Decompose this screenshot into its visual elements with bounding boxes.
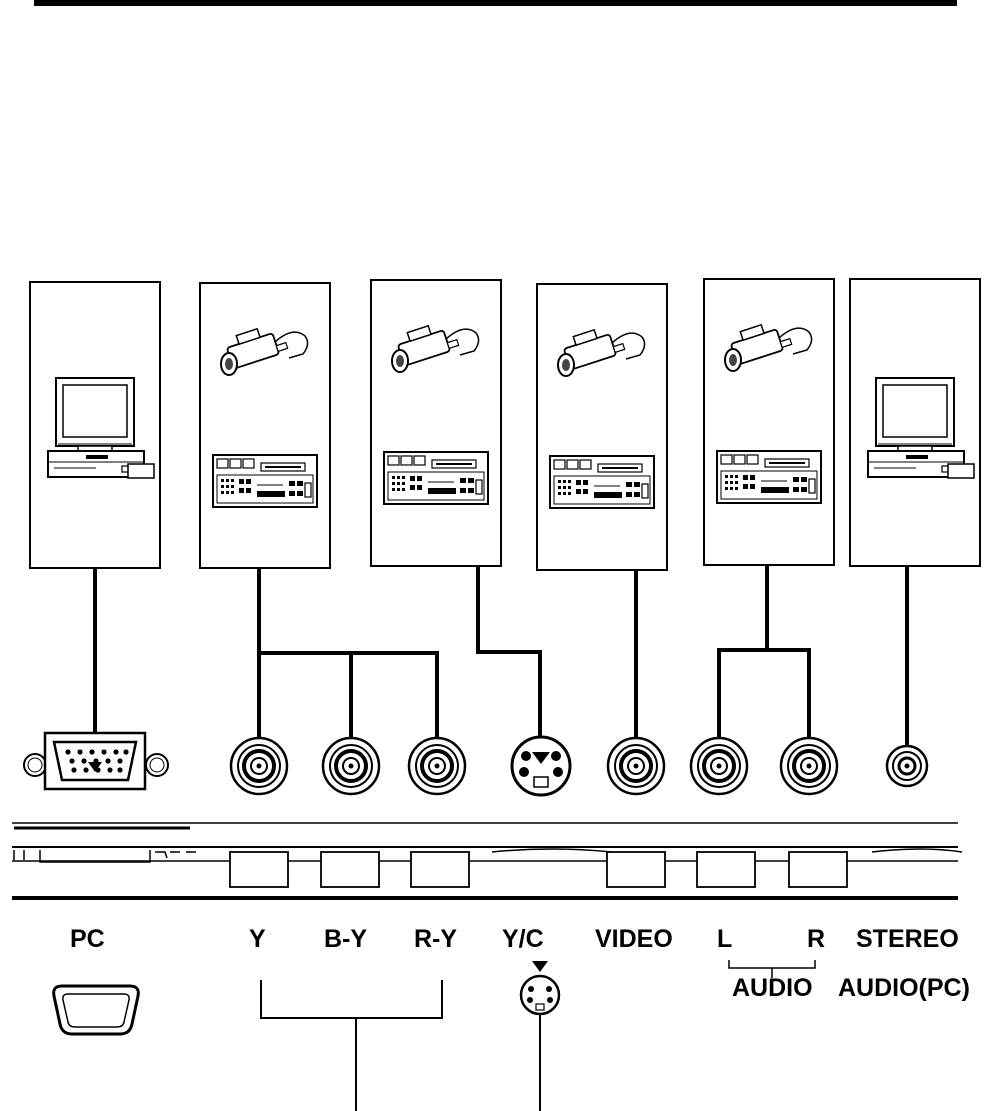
rca-jack-audio-l [691,738,747,794]
pc-port-symbol [54,986,139,1034]
cable-audio-l [719,565,767,766]
cable-y-c [478,566,540,760]
device-box-video [537,284,667,570]
label-audio-r: R [807,927,825,952]
label-video: VIDEO [595,927,673,952]
label-audio-pc: AUDIO(PC) [838,976,970,1001]
vga-port [24,733,168,789]
component-bracket [261,980,442,1111]
label-r-y: R-Y [414,927,457,952]
label-audio: AUDIO [732,976,813,1001]
label-audio-l: L [717,927,732,952]
header-rule [34,0,957,6]
label-b-y: B-Y [324,927,367,952]
vcr-icon [384,452,488,504]
device-box-pc [30,282,160,568]
label-stereo: STEREO [856,927,959,952]
vcr-icon [213,455,317,507]
rca-jack-audio-r [781,738,837,794]
label-pc: PC [70,927,105,952]
rca-jack-y [231,738,287,794]
rca-jack-r-y [409,738,465,794]
vcr-icon [717,451,821,503]
s-video-port [512,737,570,795]
rca-jack-video [608,738,664,794]
label-y: Y [249,927,266,952]
device-box-pc-audio [850,279,980,566]
device-box-audio [704,279,834,565]
cables [95,565,907,766]
label-y-c: Y/C [502,927,544,952]
panel-side-view [12,823,962,898]
device-box-s-video [371,280,501,566]
device-box-component-1 [200,283,330,568]
s-video-symbol [521,961,559,1111]
stereo-minijack [887,746,927,786]
rca-jack-b-y [323,738,379,794]
connector-row [24,733,927,795]
vcr-icon [550,456,654,508]
